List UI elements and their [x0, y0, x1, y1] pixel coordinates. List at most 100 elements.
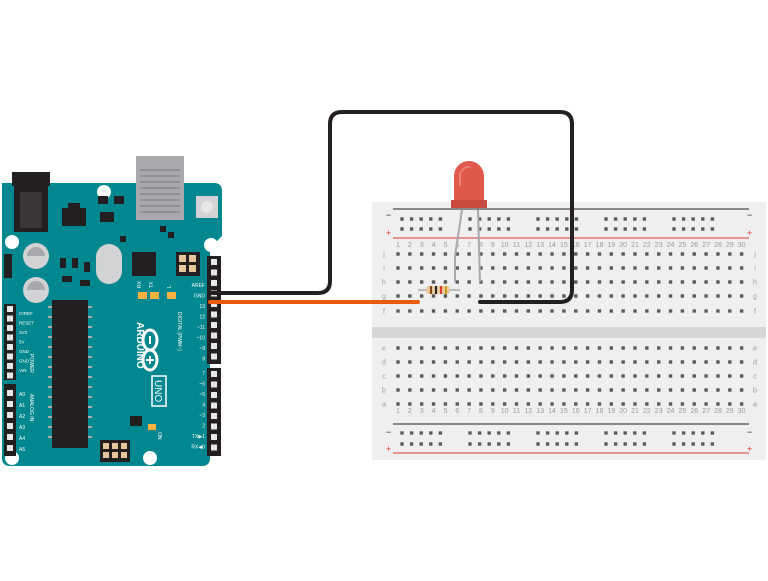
breadboard-hole — [645, 309, 649, 313]
header-pin — [211, 381, 217, 388]
breadboard-hole — [585, 309, 590, 313]
breadboard-hole — [420, 309, 424, 313]
header-pin — [211, 311, 217, 318]
header-pin — [7, 325, 13, 331]
breadboard-hole — [633, 217, 637, 221]
breadboard-hole — [438, 217, 443, 221]
breadboard-hole — [408, 346, 412, 350]
breadboard-hole — [613, 227, 618, 231]
breadboard-hole — [716, 294, 720, 298]
breadboard-hole — [514, 294, 519, 298]
column-number: 5 — [443, 242, 447, 249]
breadboard-hole — [536, 431, 540, 435]
digital-pin-label: ~11 — [197, 325, 205, 331]
row-letter: f — [383, 309, 385, 316]
breadboard-hole — [672, 431, 676, 435]
breadboard-hole — [506, 442, 511, 446]
breadboard-hole — [502, 309, 507, 313]
breadboard-hole — [408, 309, 412, 313]
breadboard-hole — [502, 280, 507, 284]
breadboard-hole — [668, 294, 673, 298]
column-number: 21 — [631, 242, 639, 249]
digital-section-label: DIGITAL (PWM~) — [176, 312, 182, 351]
breadboard-hole — [728, 402, 732, 406]
breadboard-hole — [420, 346, 424, 350]
breadboard-hole — [506, 227, 511, 231]
ground-wire — [208, 110, 574, 304]
mounting-hole — [143, 451, 157, 465]
breadboard-hole — [645, 374, 649, 378]
breadboard-hole — [633, 374, 637, 378]
breadboard-hole — [621, 374, 625, 378]
breadboard-hole — [396, 294, 400, 298]
header-pin — [7, 306, 13, 312]
breadboard-hole — [420, 374, 424, 378]
breadboard-hole — [526, 309, 531, 313]
breadboard-hole — [477, 442, 482, 446]
breadboard-hole — [668, 374, 673, 378]
row-letter: d — [382, 360, 386, 367]
breadboard-hole — [506, 431, 511, 435]
breadboard-hole — [431, 294, 436, 298]
breadboard-hole — [716, 402, 720, 406]
breadboard-hole — [728, 266, 732, 270]
breadboard-hole — [491, 266, 495, 270]
breadboard-hole — [574, 252, 578, 256]
breadboard-hole — [538, 388, 542, 392]
breadboard-hole — [467, 294, 471, 298]
digital-pin-label: 12 — [199, 315, 205, 321]
breadboard-hole — [710, 431, 715, 435]
breadboard-hole — [692, 388, 696, 392]
breadboard-hole — [609, 309, 613, 313]
breadboard-hole — [429, 227, 433, 231]
breadboard-hole — [550, 346, 554, 350]
digital-pin-label: 4 — [202, 403, 205, 409]
header-pin — [7, 445, 13, 451]
breadboard-hole — [623, 217, 627, 221]
breadboard-hole — [739, 360, 744, 364]
led-label-l: L — [167, 285, 173, 288]
breadboard-hole — [545, 442, 550, 446]
column-number: 22 — [643, 242, 651, 249]
breadboard-hole — [555, 217, 559, 221]
column-number: 30 — [738, 242, 746, 249]
breadboard-hole — [467, 360, 471, 364]
rail-symbol-plus: + — [747, 444, 752, 454]
column-number: 4 — [432, 408, 436, 415]
column-number: 27 — [702, 408, 710, 415]
breadboard-hole — [479, 360, 483, 364]
digital-pin-label: 7 — [202, 371, 205, 377]
breadboard-hole — [562, 280, 566, 284]
breadboard-hole — [728, 346, 732, 350]
breadboard-hole — [739, 402, 744, 406]
breadboard-hole — [429, 442, 433, 446]
breadboard-hole — [691, 431, 695, 435]
breadboard-hole — [621, 360, 625, 364]
header-pin — [7, 353, 13, 360]
breadboard-hole — [716, 374, 720, 378]
column-number: 9 — [491, 408, 495, 415]
breadboard-hole — [431, 360, 436, 364]
breadboard-hole — [680, 294, 685, 298]
breadboard-hole — [704, 346, 708, 350]
led-highlight — [458, 165, 471, 186]
breadboard-hole — [468, 227, 472, 231]
breadboard-hole — [409, 431, 414, 435]
breadboard-hole — [701, 431, 705, 435]
breadboard-hole — [680, 402, 685, 406]
breadboard-hole — [455, 266, 459, 270]
breadboard-hole — [574, 402, 578, 406]
breadboard-hole — [536, 227, 540, 231]
column-number: 1 — [396, 408, 400, 415]
analog-pin-label: A2 — [19, 414, 25, 420]
breadboard-hole — [597, 346, 602, 350]
breadboard-hole — [704, 374, 708, 378]
breadboard-hole — [692, 280, 696, 284]
breadboard-hole — [585, 402, 590, 406]
breadboard-hole — [396, 346, 400, 350]
breadboard-hole — [692, 309, 696, 313]
breadboard-hole — [574, 346, 578, 350]
breadboard-hole — [716, 346, 720, 350]
breadboard-hole — [408, 388, 412, 392]
breadboard-hole — [538, 360, 542, 364]
